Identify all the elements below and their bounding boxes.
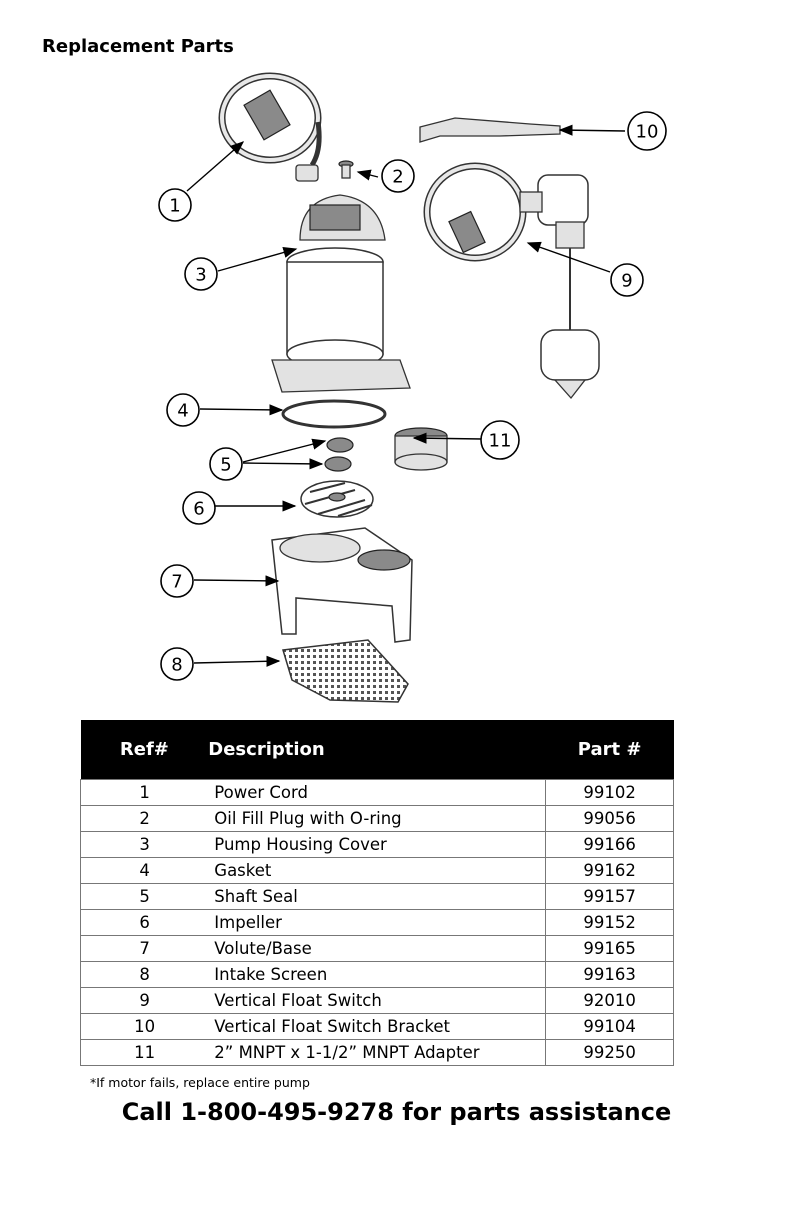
callout-11: 11 [480, 420, 520, 460]
power-cord-drawing [218, 72, 322, 182]
ref-cell: 4 [80, 857, 209, 884]
callout-10: 10 [627, 111, 667, 151]
part-number-cell: 99165 [545, 935, 674, 962]
ref-cell: 6 [80, 909, 209, 936]
callout-label: 1 [169, 196, 180, 217]
description-cell: 2” MNPT x 1-1/2” MNPT Adapter [208, 1039, 547, 1066]
table-header-row: Ref# Description Part # [80, 720, 674, 780]
intake-screen-drawing [282, 639, 409, 703]
adapter-drawing [394, 427, 448, 471]
callout-label: 10 [636, 122, 659, 143]
description-cell: Pump Housing Cover [208, 831, 547, 858]
impeller-drawing [300, 480, 374, 518]
callout-label: 3 [195, 265, 206, 286]
callout-6: 6 [182, 491, 216, 525]
ref-cell: 1 [80, 779, 209, 806]
callout-3: 3 [184, 257, 218, 291]
description-cell: Vertical Float Switch [208, 987, 547, 1014]
description-cell: Vertical Float Switch Bracket [208, 1013, 547, 1040]
callout-label: 5 [220, 455, 231, 476]
part-number-cell: 99152 [545, 909, 674, 936]
description-cell: Gasket [208, 857, 547, 884]
callout-2: 2 [381, 159, 415, 193]
part-number-cell: 99056 [545, 805, 674, 832]
part-number-cell: 99102 [545, 779, 674, 806]
callout-label: 4 [177, 401, 188, 422]
part-number-cell: 99104 [545, 1013, 674, 1040]
callout-7: 7 [160, 564, 194, 598]
parts-assistance-line: Call 1-800-495-9278 for parts assistance [121, 1098, 672, 1126]
part-number-cell: 99163 [545, 961, 674, 988]
ref-cell: 9 [80, 987, 209, 1014]
pump-housing-drawing [271, 194, 411, 393]
exploded-parts-diagram: 1 2 3 4 5 6 7 8 9 10 11 [158, 72, 667, 703]
callout-4: 4 [166, 393, 200, 427]
description-cell: Oil Fill Plug with O-ring [208, 805, 547, 832]
callout-1: 1 [158, 188, 192, 222]
part-number-cell: 99166 [545, 831, 674, 858]
description-cell: Power Cord [208, 779, 547, 806]
page-title: Replacement Parts [42, 36, 234, 57]
description-cell: Impeller [208, 909, 547, 936]
callout-label: 6 [193, 499, 204, 520]
callout-8: 8 [160, 647, 194, 681]
footnote: *If motor fails, replace entire pump [90, 1075, 310, 1090]
description-cell: Volute/Base [208, 935, 547, 962]
float-bracket-drawing [419, 117, 561, 143]
ref-cell: 2 [80, 805, 209, 832]
ref-cell: 7 [80, 935, 209, 962]
callout-label: 9 [621, 271, 632, 292]
part-number-cell: 99250 [545, 1039, 674, 1066]
ref-cell: 5 [80, 883, 209, 910]
callout-label: 7 [171, 572, 182, 593]
callout-9: 9 [610, 263, 644, 297]
description-cell: Shaft Seal [208, 883, 547, 910]
ref-cell: 8 [80, 961, 209, 988]
callout-5: 5 [209, 447, 243, 481]
callout-label: 2 [392, 167, 403, 188]
shaft-seal-drawing [324, 437, 354, 472]
header-description: Description [208, 720, 546, 780]
callout-label: 11 [489, 431, 512, 452]
header-ref: Ref# [80, 720, 209, 780]
part-number-cell: 92010 [545, 987, 674, 1014]
vertical-float-switch-drawing [423, 162, 600, 400]
gasket-drawing [281, 399, 387, 429]
volute-base-drawing [271, 527, 413, 643]
oil-fill-plug-drawing [338, 160, 354, 179]
ref-cell: 11 [80, 1039, 209, 1066]
part-number-cell: 99162 [545, 857, 674, 884]
ref-cell: 3 [80, 831, 209, 858]
callout-label: 8 [171, 655, 182, 676]
part-number-cell: 99157 [545, 883, 674, 910]
header-part-number: Part # [545, 720, 674, 780]
description-cell: Intake Screen [208, 961, 547, 988]
ref-cell: 10 [80, 1013, 209, 1040]
